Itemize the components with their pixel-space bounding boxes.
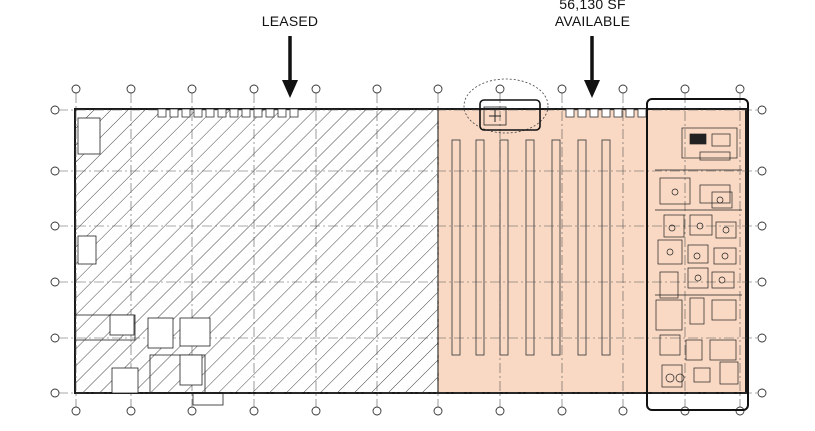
leased-label: LEASED bbox=[261, 13, 319, 29]
grid-bubble bbox=[757, 105, 767, 115]
rack-row bbox=[551, 139, 561, 356]
grid-bubble bbox=[249, 406, 259, 416]
dock-door bbox=[565, 108, 575, 118]
dock-door bbox=[613, 108, 623, 118]
grid-bubble bbox=[618, 406, 628, 416]
dock-door bbox=[241, 108, 251, 118]
dock-door bbox=[229, 108, 239, 118]
grid-bubble bbox=[50, 333, 60, 343]
grid-bubble bbox=[557, 406, 567, 416]
rack-row bbox=[451, 139, 461, 356]
dock-door bbox=[289, 108, 299, 118]
dock-door bbox=[265, 108, 275, 118]
grid-bubble bbox=[495, 84, 505, 94]
leased-zone bbox=[75, 110, 438, 392]
available-label: 56,130 SF AVAILABLE bbox=[520, 0, 665, 30]
available-text: AVAILABLE bbox=[554, 13, 631, 29]
racking-rows bbox=[451, 139, 611, 356]
grid-bubble bbox=[757, 166, 767, 176]
grid-bubble bbox=[757, 333, 767, 343]
rack-row bbox=[525, 139, 535, 356]
grid-bubble bbox=[433, 406, 443, 416]
grid-bubble bbox=[433, 84, 443, 94]
dock-door bbox=[169, 108, 179, 118]
grid-bubble bbox=[50, 277, 60, 287]
dock-door bbox=[181, 108, 191, 118]
grid-bubble bbox=[50, 221, 60, 231]
grid-bubble bbox=[187, 406, 197, 416]
dock-door bbox=[193, 108, 203, 118]
highlight-room-inner bbox=[483, 106, 507, 126]
grid-bubble bbox=[50, 166, 60, 176]
grid-bubble bbox=[311, 406, 321, 416]
grid-bubble bbox=[126, 406, 136, 416]
dock-door bbox=[601, 108, 611, 118]
dock-door bbox=[589, 108, 599, 118]
rack-row bbox=[577, 139, 587, 356]
office-layout bbox=[655, 127, 742, 388]
dock-door bbox=[625, 108, 635, 118]
available-arrow bbox=[584, 36, 600, 98]
grid-bubble bbox=[680, 84, 690, 94]
grid-bubble bbox=[372, 406, 382, 416]
grid-bubble bbox=[372, 84, 382, 94]
dock-door bbox=[637, 108, 647, 118]
dock-door bbox=[217, 108, 227, 118]
leased-arrow bbox=[282, 36, 298, 98]
building-outline bbox=[74, 108, 747, 394]
grid-bubble bbox=[50, 105, 60, 115]
rack-row bbox=[499, 139, 509, 356]
grid-bubble bbox=[495, 406, 505, 416]
dock-door bbox=[205, 108, 215, 118]
grid-bubble bbox=[187, 84, 197, 94]
grid-bubble bbox=[757, 388, 767, 398]
grid-bubble bbox=[71, 406, 81, 416]
grid-bubble bbox=[311, 84, 321, 94]
dock-doors bbox=[157, 108, 647, 118]
grid-bubble bbox=[126, 84, 136, 94]
grid-bubbles bbox=[50, 84, 767, 416]
office-highlight bbox=[646, 98, 749, 411]
grid-bubble bbox=[735, 84, 745, 94]
dock-door bbox=[577, 108, 587, 118]
revision-cloud bbox=[463, 78, 549, 134]
grid-bubble bbox=[71, 84, 81, 94]
rack-row bbox=[475, 139, 485, 356]
dock-door bbox=[157, 108, 167, 118]
grid-bubble bbox=[757, 221, 767, 231]
grid-bubble bbox=[249, 84, 259, 94]
column-grid bbox=[58, 93, 760, 407]
leased-rooms bbox=[74, 117, 224, 406]
grid-bubble bbox=[757, 277, 767, 287]
dock-door bbox=[253, 108, 263, 118]
grid-bubble bbox=[557, 84, 567, 94]
available-zone bbox=[438, 110, 746, 392]
grid-bubble bbox=[50, 388, 60, 398]
dock-door bbox=[277, 108, 287, 118]
rack-row bbox=[601, 139, 611, 356]
highlight-room bbox=[479, 99, 541, 131]
grid-bubble bbox=[618, 84, 628, 94]
available-area-text: 56,130 SF bbox=[559, 0, 626, 12]
